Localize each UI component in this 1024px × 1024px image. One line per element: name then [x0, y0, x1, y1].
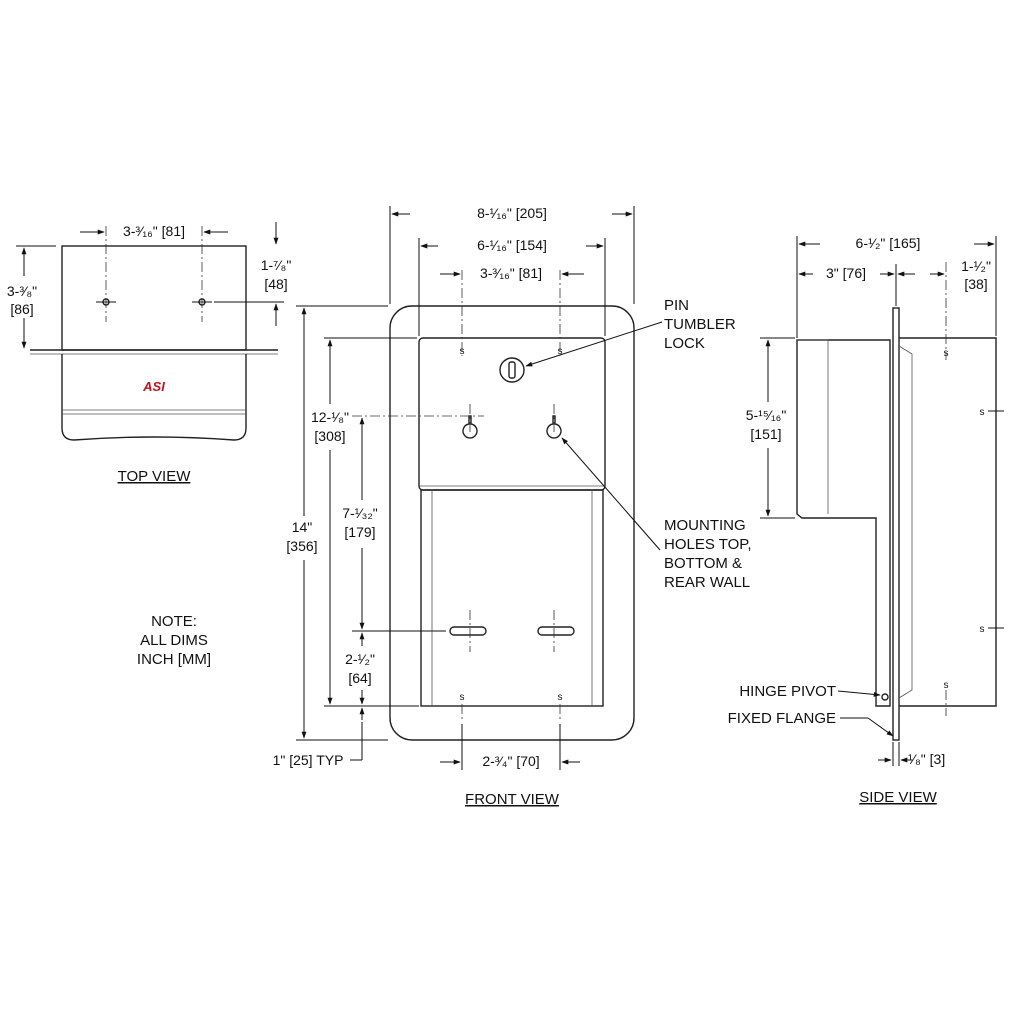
bottom-height-mm: [64] — [348, 670, 371, 686]
top-view-mounting-holes — [96, 226, 212, 322]
front-door — [418, 337, 606, 491]
lock-callout-line-3: LOCK — [664, 335, 705, 352]
front-mounting-holes — [449, 415, 575, 636]
screw-mark: s — [980, 624, 985, 635]
side-view: s s s s 6-¹⁄₂" [165] 3" [76] 1-¹⁄₂" [38]… — [728, 235, 1004, 806]
slot-height-mm: [179] — [344, 524, 375, 540]
note-line-2: ALL DIMS — [140, 632, 208, 649]
inner-width-dim: 6-¹⁄₁₆" [154] — [477, 237, 547, 253]
top-view-title: TOP VIEW — [118, 468, 192, 485]
overall-height-mm: [356] — [286, 538, 317, 554]
front-cavity — [420, 489, 604, 707]
fixed-flange-label: FIXED FLANGE — [728, 710, 836, 727]
mount-callout-line-2: HOLES TOP, — [664, 536, 752, 553]
lock-callout-line-1: PIN — [664, 297, 689, 314]
note: NOTE: ALL DIMS INCH [MM] — [137, 613, 211, 668]
top-view-body — [61, 245, 247, 351]
mount-callout-line-3: BOTTOM & — [664, 555, 742, 572]
side-view-title: SIDE VIEW — [859, 789, 937, 806]
side-door-height-mm: [151] — [750, 426, 781, 442]
top-view-hole-spacing-dim: 3-³⁄₁₆" [81] — [123, 223, 185, 239]
note-line-3: INCH [MM] — [137, 651, 211, 668]
bottom-spacing-dim: 2-³⁄₄" [70] — [482, 753, 539, 769]
top-view: ASI 3-³⁄₁₆" [81] 3-³⁄₈" [86] 1-⁷⁄₈" [48]… — [7, 222, 291, 485]
side-flange — [892, 307, 900, 741]
front-flange — [389, 305, 635, 741]
side-overall-depth-dim: 6-¹⁄₂" [165] — [856, 235, 921, 251]
lock-callout-line-2: TUMBLER — [664, 316, 736, 333]
side-door-height-dim: 5-¹⁵⁄₁₆" — [746, 407, 787, 423]
side-door — [796, 339, 891, 707]
front-view-title: FRONT VIEW — [465, 791, 560, 808]
hinge-pivot-icon — [881, 693, 889, 701]
side-rear-offset-mm: [38] — [964, 276, 987, 292]
screw-mark: s — [558, 692, 563, 703]
top-view-door — [61, 354, 247, 441]
front-hole-spacing-dim: 3-³⁄₁₆" [81] — [480, 265, 542, 281]
pin-tumbler-lock — [499, 357, 525, 383]
upper-height-dim: 12-¹⁄₈" — [311, 409, 349, 425]
side-cabinet — [899, 337, 997, 707]
mount-callout-line-1: MOUNTING — [664, 517, 746, 534]
top-view-depth-dim: 3-³⁄₈" — [7, 283, 37, 299]
side-front-depth-dim: 3" [76] — [826, 265, 866, 281]
front-view: s s s s 8-¹⁄₁₆" [205] 6-¹⁄₁₆" [154] 3-³⁄… — [273, 205, 635, 808]
slot-height-dim: 7-¹⁄₃₂" — [342, 505, 378, 521]
upper-height-mm: [308] — [314, 428, 345, 444]
screw-mark: s — [944, 680, 949, 691]
top-view-offset-dim: 1-⁷⁄₈" — [261, 257, 292, 273]
top-view-offset-mm: [48] — [264, 276, 287, 292]
overall-height-dim: 14" — [292, 519, 313, 535]
screw-mark: s — [980, 407, 985, 418]
mount-callout-line-4: REAR WALL — [664, 574, 750, 591]
note-heading: NOTE: — [151, 613, 197, 630]
bottom-height-dim: 2-¹⁄₂" — [345, 651, 375, 667]
callouts: PIN TUMBLER LOCK MOUNTING HOLES TOP, BOT… — [525, 297, 752, 591]
overall-width-dim: 8-¹⁄₁₆" [205] — [477, 205, 547, 221]
hinge-pivot-label: HINGE PIVOT — [739, 683, 836, 700]
top-view-depth-mm: [86] — [10, 301, 33, 317]
side-rear-offset-dim: 1-¹⁄₂" — [961, 258, 991, 274]
asi-logo: ASI — [142, 379, 165, 394]
screw-mark: s — [460, 692, 465, 703]
side-flange-thickness-dim: ¹⁄₈" [3] — [908, 751, 945, 767]
flange-typ-dim: 1" [25] TYP — [273, 752, 344, 768]
